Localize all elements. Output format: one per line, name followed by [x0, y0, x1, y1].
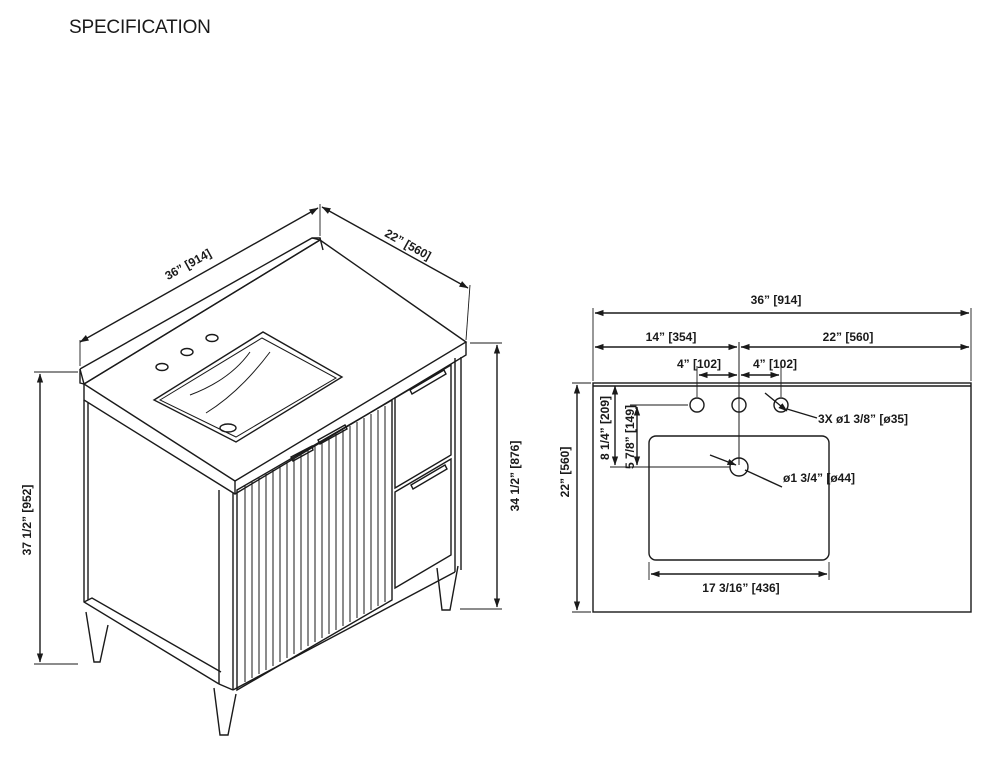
sink-basin	[152, 331, 344, 443]
drain-callout: ø1 3/4” [ø44]	[783, 471, 855, 485]
leg	[213, 687, 237, 736]
dim-top-width-label: 36” [914]	[751, 293, 802, 307]
dim-left-to-center-label: 14” [354]	[646, 330, 697, 344]
top-outline	[592, 382, 972, 613]
dim-width-label: 36” [914]	[162, 246, 213, 283]
page-title: SPECIFICATION	[69, 17, 211, 38]
faucet-hole-icon	[155, 362, 169, 372]
faucet-hole-icon	[773, 397, 789, 413]
faucet-hole-icon	[180, 347, 194, 357]
door-handle	[317, 424, 348, 445]
door-handle	[290, 444, 314, 462]
faucet-hole-icon	[689, 397, 705, 413]
dim-overall-height-label: 37 1/2” [952]	[20, 485, 34, 556]
dim-basin-width-label: 17 3/16” [436]	[702, 581, 779, 595]
drawer-handle	[409, 369, 447, 395]
faucet-holes-callout: 3X ø1 3/8” [ø35]	[818, 412, 908, 426]
dim-faucet-to-drain-label: 5 7/8” [149]	[623, 405, 637, 469]
fluted-doors	[236, 398, 393, 692]
leg	[436, 565, 459, 611]
dim-right-to-center-label: 22” [560]	[823, 330, 874, 344]
countertop-top	[82, 239, 468, 482]
leg	[85, 611, 109, 663]
dim-counter-height-label: 34 1/2” [876]	[508, 441, 522, 512]
faucet-hole-icon	[205, 333, 219, 343]
vanity-top-view: 36” [914] 14” [354] 22” [560] 4” [102] 4…	[558, 293, 972, 613]
drawers	[394, 363, 452, 590]
dim-top-depth-label: 22” [560]	[558, 447, 572, 498]
drawer-handle	[410, 464, 448, 490]
vanity-perspective: 36” [914] 22” [560] 37 1/2” [952] 34 1/2…	[20, 204, 522, 736]
dim-hole-spacing-left-label: 4” [102]	[677, 357, 721, 371]
dim-drain-from-back-label: 8 1/4” [209]	[598, 396, 612, 460]
dim-hole-spacing-right-label: 4” [102]	[753, 357, 797, 371]
drain-icon	[219, 423, 237, 433]
